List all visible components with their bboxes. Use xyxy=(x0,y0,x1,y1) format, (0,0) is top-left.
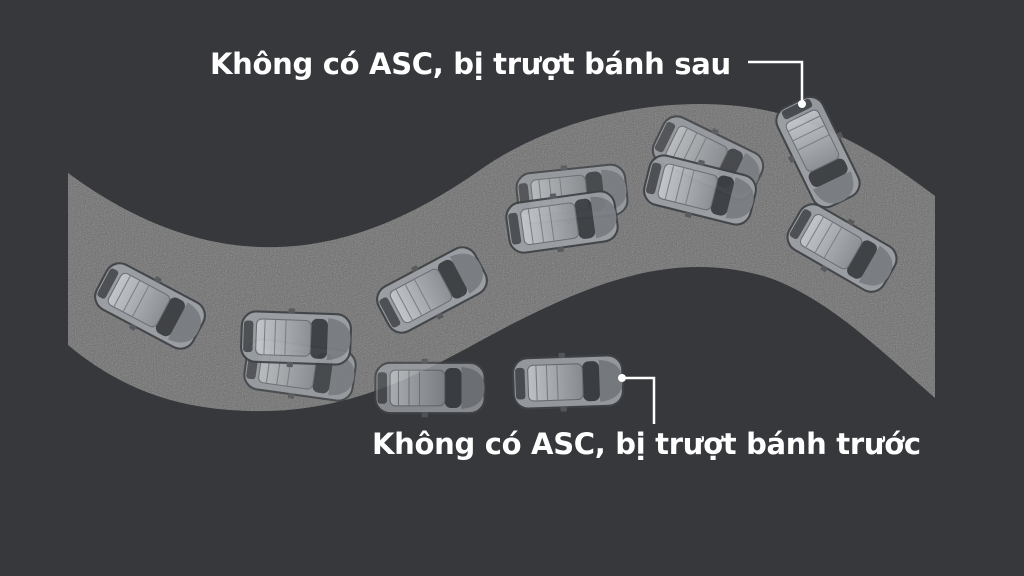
car xyxy=(239,305,353,371)
car xyxy=(511,349,625,415)
leader-line-front-skid xyxy=(618,374,656,424)
rear-skid-label: Không có ASC, bị trượt bánh sau xyxy=(210,47,731,81)
leader-line-rear-skid xyxy=(748,60,806,108)
car xyxy=(374,357,486,419)
front-skid-label: Không có ASC, bị trượt bánh trước xyxy=(372,427,921,461)
